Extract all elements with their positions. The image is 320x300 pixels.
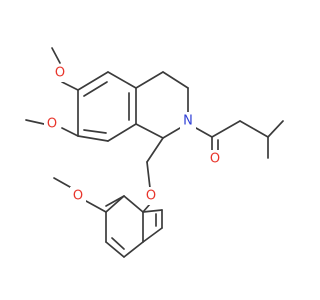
bond xyxy=(83,81,108,97)
bond xyxy=(267,120,284,138)
bond xyxy=(142,203,151,213)
bond xyxy=(142,227,163,243)
svg-text:O: O xyxy=(146,189,156,204)
bond xyxy=(162,127,181,139)
bond xyxy=(61,81,79,91)
bond xyxy=(162,71,189,89)
bond xyxy=(105,241,125,258)
atom-labels: O O N O O O xyxy=(44,64,223,205)
bond xyxy=(123,241,144,258)
bond xyxy=(83,129,107,134)
svg-text:O: O xyxy=(73,189,83,204)
bond xyxy=(51,47,61,64)
oxygen-atom-label: O xyxy=(44,115,60,133)
bond xyxy=(146,137,164,163)
bond xyxy=(195,127,213,138)
bond xyxy=(85,200,107,213)
bond xyxy=(111,237,125,250)
bond xyxy=(135,71,164,89)
svg-text:N: N xyxy=(183,114,193,129)
oxygen-atom-label: O xyxy=(207,150,223,168)
svg-text:O: O xyxy=(47,117,57,132)
bond xyxy=(107,123,137,142)
oxygen-atom-label: O xyxy=(52,64,68,82)
bond xyxy=(25,119,45,125)
bond xyxy=(123,195,144,213)
bond xyxy=(211,120,241,138)
bonds xyxy=(25,47,284,258)
oxygen-atom-label: O xyxy=(143,187,159,205)
bond xyxy=(146,161,151,189)
nitrogen-atom-label: N xyxy=(180,112,196,130)
svg-text:O: O xyxy=(55,66,65,81)
bond xyxy=(107,71,137,89)
bond xyxy=(61,127,79,137)
bond xyxy=(142,209,163,213)
bond xyxy=(77,135,109,142)
bond xyxy=(135,123,164,139)
bond xyxy=(105,195,125,213)
bond xyxy=(77,71,109,91)
oxygen-atom-label: O xyxy=(70,187,86,205)
bond xyxy=(53,177,71,188)
svg-text:O: O xyxy=(210,152,220,167)
molecule-structure-diagram: O O N O O O xyxy=(25,47,284,258)
bond xyxy=(239,120,269,138)
